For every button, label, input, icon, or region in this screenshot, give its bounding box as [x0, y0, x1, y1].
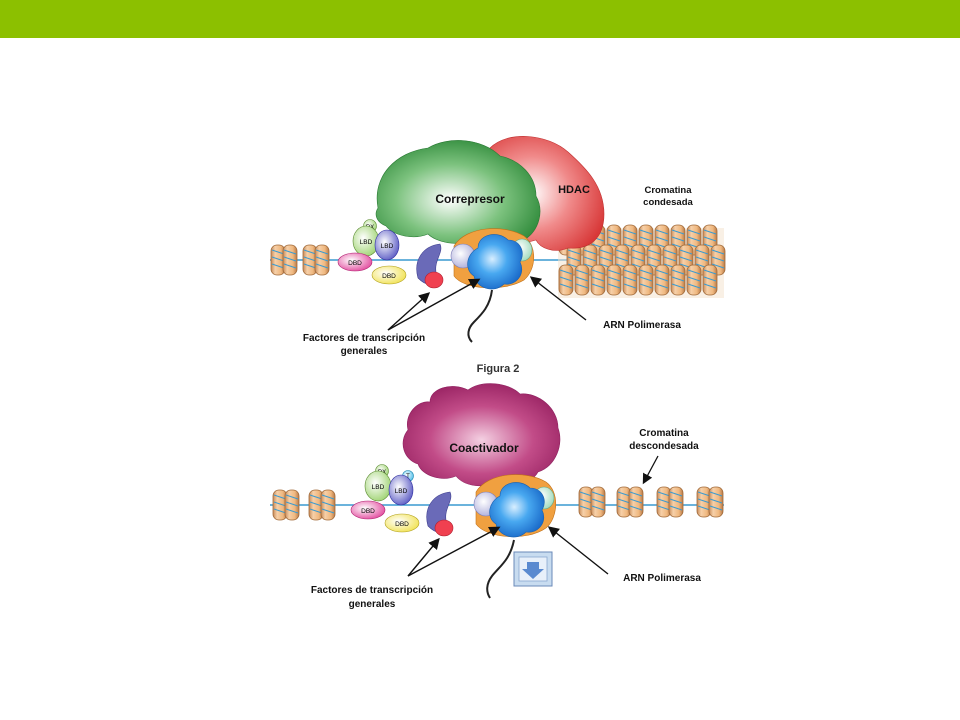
top-diagram: Correpresor HDAC Cromatina condesada RX … — [270, 136, 726, 375]
decondensed-chromatin — [578, 486, 724, 518]
polymerase-arrow — [529, 276, 587, 321]
dbd-right-label: DBD — [382, 273, 396, 280]
factors-label-line1: Factores de transcripción — [311, 585, 433, 596]
lbd-right-label: LBD — [395, 488, 408, 495]
corepressor-blob — [375, 140, 541, 249]
receptor-complex: RX LBD LBD DBD DBD — [337, 219, 407, 285]
dbd-left-label: DBD — [361, 508, 375, 515]
factors-label-line2: generales — [349, 599, 396, 610]
polymerase-label: ARN Polimerasa — [623, 573, 701, 584]
polymerase-label: ARN Polimerasa — [603, 320, 681, 331]
coactivator-label: Coactivador — [449, 441, 519, 455]
polymerase-blob — [489, 482, 545, 538]
bottom-diagram: Coactivador Cromatina descondesada RX T … — [270, 383, 724, 610]
figure-caption: Figura 2 — [477, 363, 520, 375]
factors-arrow-1 — [407, 537, 440, 577]
factors-label-line1: Factores de transcripción — [303, 333, 425, 344]
factors-arrow-1 — [387, 292, 431, 331]
t-label: T — [406, 474, 410, 480]
factors-label-line2: generales — [341, 346, 388, 357]
download-arrow-icon[interactable] — [513, 551, 553, 587]
dbd-right-label: DBD — [395, 521, 409, 528]
coactivator-blob — [402, 383, 561, 487]
lbd-right-label: LBD — [381, 243, 394, 250]
lbd-left-label: LBD — [372, 484, 385, 491]
chromatin-arrow — [642, 455, 659, 485]
lbd-left-label: LBD — [360, 239, 373, 246]
corepressor-label: Correpresor — [435, 192, 505, 206]
transcription-figure: Correpresor HDAC Cromatina condesada RX … — [268, 130, 728, 620]
transcription-machinery — [416, 228, 535, 343]
chromatin-label-line1: Cromatina — [645, 185, 693, 196]
polymerase-blob — [467, 234, 523, 290]
transcription-machinery — [426, 474, 557, 599]
factors-arrow-2 — [387, 278, 481, 331]
factors-arrow-2 — [407, 526, 501, 577]
receptor-complex: RX T LBD LBD DBD DBD — [350, 464, 420, 533]
chromatin-label-line2: condesada — [643, 197, 693, 208]
dbd-left-label: DBD — [348, 260, 362, 267]
top-accent-bar — [0, 0, 960, 38]
chromatin-label-line2: descondesada — [629, 441, 699, 452]
polymerase-arrow — [547, 526, 609, 575]
hdac-label: HDAC — [558, 184, 590, 196]
chromatin-label-line1: Cromatina — [639, 428, 689, 439]
